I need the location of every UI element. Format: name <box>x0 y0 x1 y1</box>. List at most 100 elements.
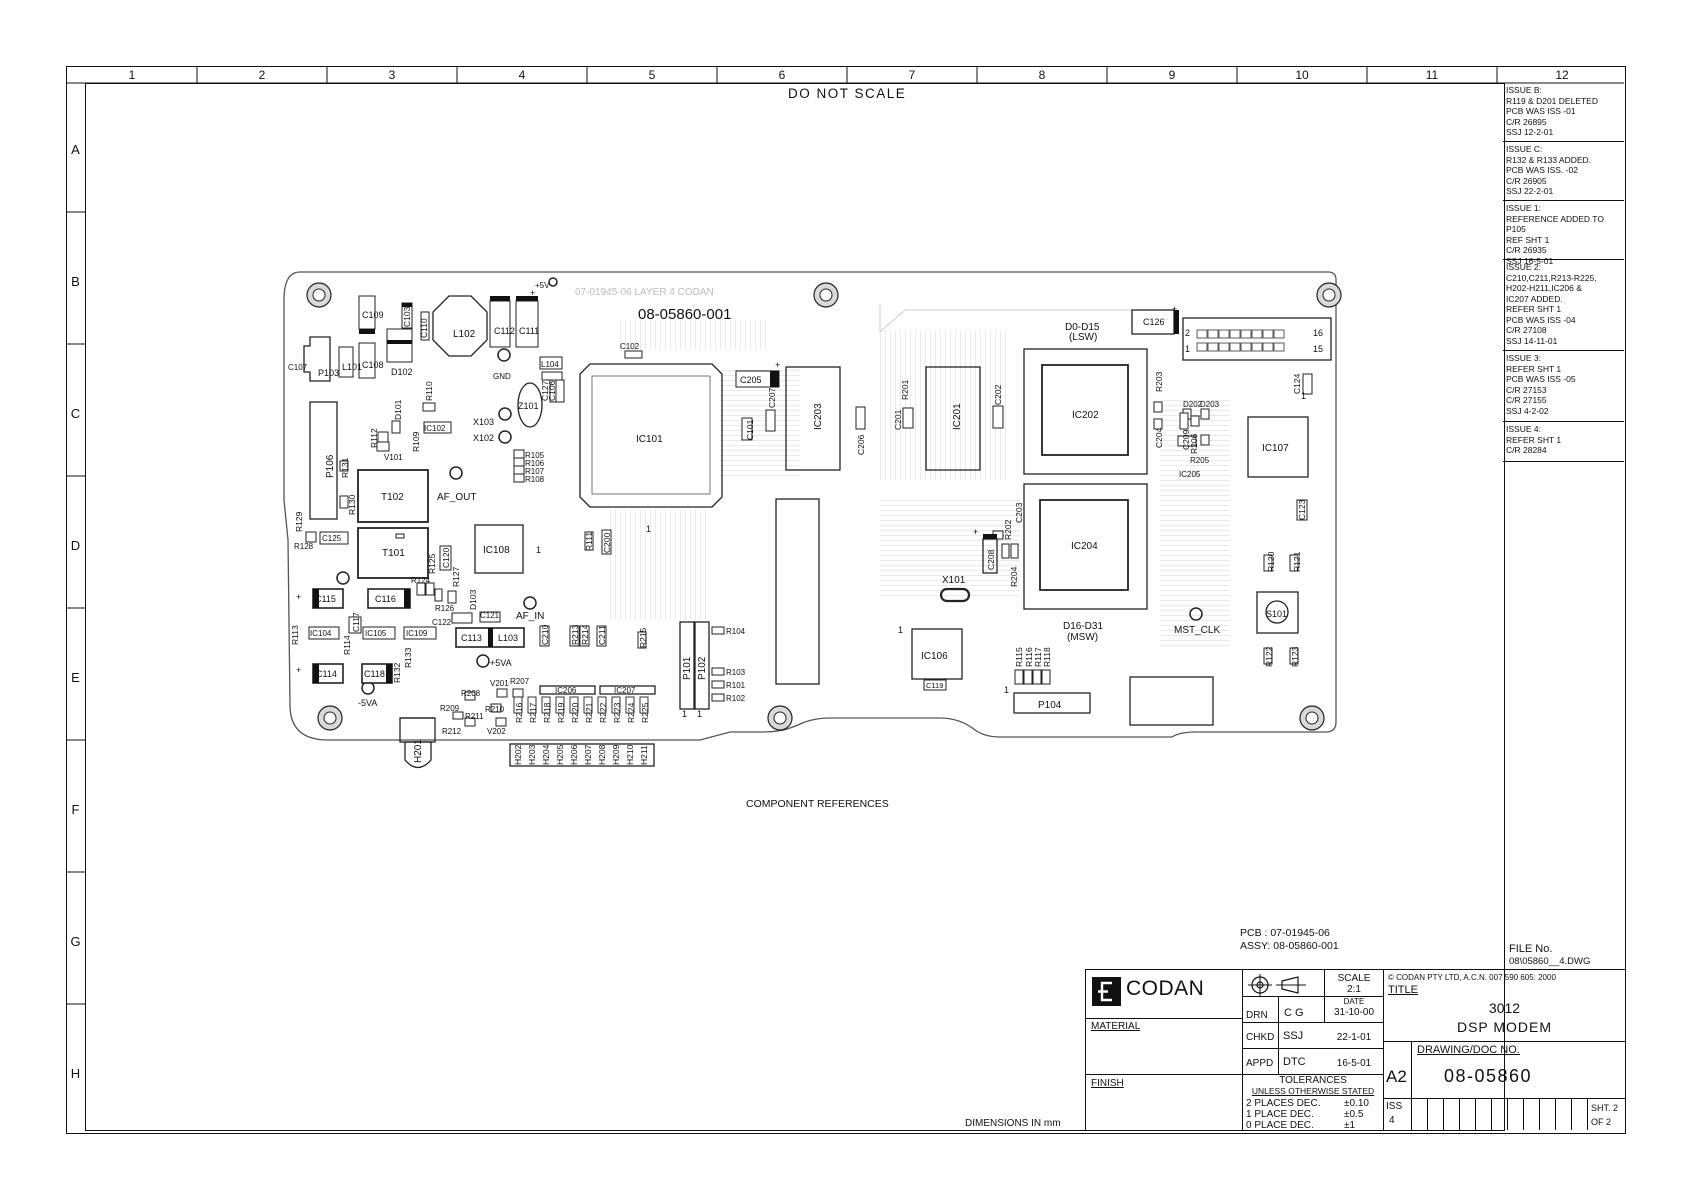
ref-label: R205 <box>1190 456 1210 465</box>
ref-label: C200 <box>602 532 612 553</box>
ref-label: C124 <box>1292 373 1302 394</box>
row-letter: H <box>70 1065 81 1081</box>
ref-label: H204 <box>541 744 551 765</box>
ref-label: R201 <box>900 379 910 400</box>
ref-label: IC205 <box>1179 470 1201 479</box>
ref-label: P104 <box>1038 700 1062 711</box>
ref-label: R210 <box>485 705 505 714</box>
ref-label: R204 <box>1009 566 1019 587</box>
ref-label: R124 <box>411 576 431 585</box>
column-number: 11 <box>1425 67 1439 82</box>
ref-label: C114 <box>316 669 337 679</box>
ref-label: R222 <box>598 702 608 723</box>
ref-label: Z101 <box>518 401 539 411</box>
ref-label: R109 <box>411 431 421 452</box>
ref-label: R131 <box>340 457 350 478</box>
ref-label: H207 <box>583 744 593 765</box>
column-number: 12 <box>1555 67 1569 82</box>
polarity-plus: + <box>296 592 301 602</box>
ref-label: C209 <box>1181 429 1191 450</box>
drn-date: 31-10-00 <box>1333 1007 1375 1018</box>
ref-label: D101 <box>393 399 403 420</box>
ref-label: C211 <box>597 625 607 645</box>
scale-label: SCALE <box>1337 973 1371 984</box>
column-number: 9 <box>1168 67 1176 82</box>
ref-label: R112 <box>369 428 379 448</box>
ref-label: R127 <box>451 566 461 587</box>
ref-label: IC102 <box>424 424 446 433</box>
ref-label: C120 <box>441 547 451 568</box>
polarity-plus: + <box>1172 304 1177 314</box>
chkd-date: 22-1-01 <box>1336 1032 1372 1043</box>
ref-label: AF_OUT <box>437 492 476 503</box>
scale-value: 2:1 <box>1347 984 1361 995</box>
tolerances-label: TOLERANCES <box>1279 1075 1347 1086</box>
ref-label: C101 <box>745 419 755 440</box>
row-letter: C <box>70 405 81 421</box>
ref-label: H208 <box>597 744 607 765</box>
pin-label: 2 <box>1185 328 1190 338</box>
ref-label: T101 <box>382 548 405 559</box>
ref-label: R123 <box>1290 646 1300 667</box>
ref-label: R219 <box>556 702 566 723</box>
column-number: 3 <box>388 67 396 82</box>
ref-label: C127 <box>540 380 550 401</box>
column-number: 5 <box>648 67 656 82</box>
ref-label: R128 <box>294 542 314 551</box>
column-number: 6 <box>778 67 786 82</box>
ref-label: H210 <box>625 744 635 765</box>
msw-label: D16-D31 <box>1063 621 1103 632</box>
ref-label: R208 <box>461 689 481 698</box>
ref-label: R221 <box>584 702 594 723</box>
ref-label: R225 <box>640 702 650 723</box>
pin-label: 1 <box>536 545 541 555</box>
ref-label: R117 <box>1033 647 1043 667</box>
column-number: 8 <box>1038 67 1046 82</box>
revision-note: ISSUE C:R132 & R133 ADDED.PCB WAS ISS. -… <box>1503 142 1624 201</box>
pin-label: 1 <box>646 524 651 534</box>
date-label: DATE <box>1343 997 1365 1006</box>
ref-label: C112 <box>494 326 515 336</box>
file-no-value: 08\05860__4.DWG <box>1509 956 1591 967</box>
title-line-2: DSP MODEM <box>1456 1019 1553 1035</box>
ref-label: R207 <box>510 677 530 686</box>
ref-label: C117 <box>351 612 361 632</box>
ref-label: R103 <box>726 668 746 677</box>
ref-label: R102 <box>726 694 746 703</box>
ref-label: R120 <box>1266 551 1276 572</box>
row-letter: E <box>71 669 80 685</box>
pin-label: 16 <box>1313 328 1323 338</box>
ref-label: R108 <box>525 475 545 484</box>
ref-label: C116 <box>375 594 396 604</box>
ref-label: H201 <box>413 739 424 763</box>
ref-label: C203 <box>1014 502 1024 523</box>
ref-label: V202 <box>487 727 506 736</box>
ref-label: R213 <box>570 624 580 645</box>
tol-value: ±1 <box>1344 1120 1356 1131</box>
component-references-caption: COMPONENT REFERENCES <box>746 798 889 810</box>
ref-label: C118 <box>364 669 385 679</box>
ref-label: C208 <box>986 549 996 570</box>
polarity-plus: + <box>775 360 780 370</box>
ref-label: C103 <box>402 306 412 327</box>
row-letter: B <box>71 273 80 289</box>
chkd-label: CHKD <box>1246 1032 1275 1043</box>
ref-label: R132 <box>392 662 402 683</box>
ref-label: R220 <box>570 702 580 723</box>
ref-label: C110 <box>419 318 429 338</box>
ref-label: IC203 <box>813 403 824 430</box>
ref-label: C126 <box>1143 317 1165 327</box>
ref-label: C210 <box>540 624 550 645</box>
ref-label: IC101 <box>636 434 663 445</box>
ref-label: GND <box>493 372 511 381</box>
tol-label: 2 PLACES DEC. <box>1246 1098 1321 1109</box>
ref-label: -5VA <box>358 698 377 708</box>
lsw-label-sub: (LSW) <box>1069 332 1097 343</box>
ref-label: R104 <box>726 627 746 636</box>
ref-label: C123 <box>1297 499 1307 520</box>
msw-label-sub: (MSW) <box>1067 632 1098 643</box>
ref-label: H206 <box>569 744 579 765</box>
ref-label: T102 <box>381 492 404 503</box>
